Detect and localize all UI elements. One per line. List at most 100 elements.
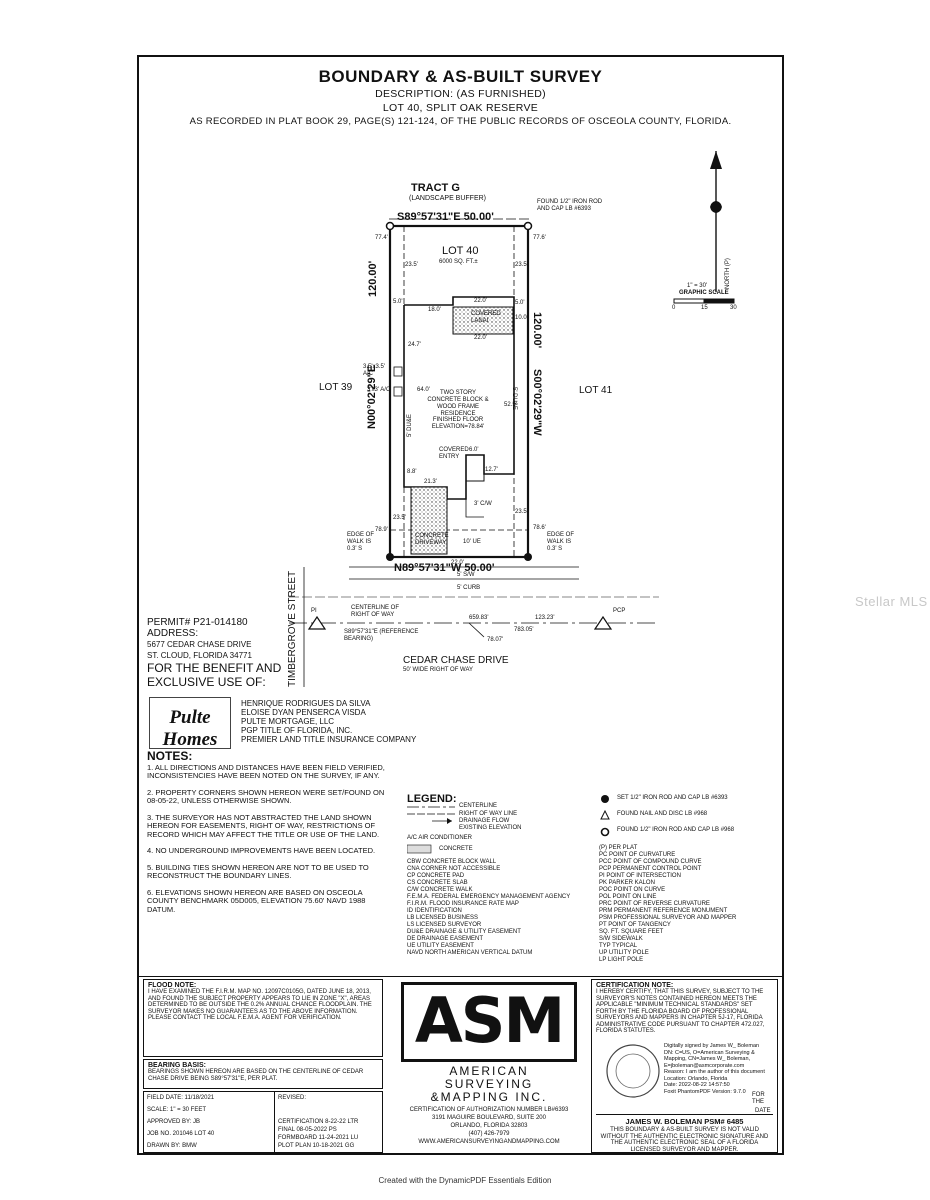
bottom-divider [139,976,782,977]
abbr2-17: LP LIGHT POLE [599,957,644,963]
drawn-field: DRAWN BY: BMW [147,1143,197,1149]
abbr-4: CS CONCRETE SLAB [407,880,468,886]
certification-box: CERTIFICATION NOTE: I HEREBY CERTIFY, TH… [591,979,778,1153]
row-width: 50' WIDE RIGHT OF WAY [403,667,474,673]
lot-description: LOT 40, SPLIT OAK RESERVE [382,102,539,114]
note-4: 4. NO UNDERGROUND IMPROVEMENTS HAVE BEEN… [147,846,376,855]
abbr-2: CNA CORNER NOT ACCESSIBLE [407,866,501,872]
company-name-1: AMERICAN [449,1064,529,1078]
owner-1: HENRIQUE RODRIGUES DA SILVA [241,699,371,708]
ac-label-1: 3.5'x3.5' A/C [363,364,385,377]
note-5: 5. BUILDING TIES SHOWN HEREON ARE NOT TO… [147,862,369,880]
dim-235b: 23.5' [515,262,528,268]
abbr-10: LS LICENSED SURVEYOR [407,922,482,928]
title-block: FIELD DATE: 11/18/2021 SCALE: 1" = 30 FE… [143,1091,383,1153]
dim-5a: 5.0' [393,299,403,305]
owner-4: PGP TITLE OF FLORIDA, INC. [241,726,353,735]
field-date: FIELD DATE: 11/18/2021 [147,1095,215,1101]
abbr-5: C/W CONCRETE WALK [407,887,473,893]
legend-line-1: CENTERLINE [459,803,498,809]
abbr2-10: PRM PERMANENT REFERENCE MONUMENT [599,908,728,914]
abbr-12: DE DRAINAGE EASEMENT [407,936,484,942]
owner-2: ELOISE DYAN PENSERCA VISDA [241,708,366,717]
abbr2-1: (P) PER PLAT [599,845,638,851]
pdf-footer: Created with the DynamicPDF Essentials E… [378,1176,552,1185]
corner-nw-icon [385,221,395,231]
date-label: DATE [755,1108,771,1114]
certification-text: I HEREBY CERTIFY, THAT THIS SURVEY, SUBJ… [596,989,765,1034]
benefit-line-1: FOR THE BENEFIT AND [147,661,282,675]
tract-sub-label: (LANDSCAPE BUFFER) [409,195,487,202]
bearing-basis-text: BEARINGS SHOWN HEREON ARE BASED ON THE C… [148,1069,364,1082]
revision-3: FORMBOARD 11-24-2021 LU [278,1135,359,1141]
abbr2-6: PK PARKER KALON [599,880,655,886]
note-6: 6. ELEVATIONS SHOWN HEREON ARE BASED ON … [147,887,366,914]
dim-52: 52.5' [504,402,517,408]
north-arrow-icon [710,151,722,292]
legend-line-2: RIGHT OF WAY LINE [459,811,518,817]
dim-213: 21.3' [424,479,437,485]
residence-label: TWO STORY CONCRETE BLOCK & WOOD FRAME RE… [427,390,489,417]
signer-name: JAMES W. BOLEMAN PSM# 6485 [625,1117,744,1126]
bottom-bearing: N89°57'31"W 50.00' [394,562,495,574]
permit-info: PERMIT# P21-014180 ADDRESS: 5677 CEDAR C… [147,617,307,689]
dim-64: 64.0' [417,387,430,393]
scale-ratio: 1" = 30' [687,283,708,289]
abbr2-7: POC POINT ON CURVE [599,887,666,893]
dim-6: 6.0' [469,447,479,453]
left-distance: 120.00' [367,260,379,297]
covered-lanai-label: COVERED LANAI [471,311,501,324]
bearing-basis-title: BEARING BASIS: [148,1062,206,1069]
lot-40-label: LOT 40 [442,245,479,257]
abbr2-8: POL POINT ON LINE [599,894,657,900]
description-line: DESCRIPTION: (AS FURNISHED) [375,88,546,100]
abbr2-11: PSM PROFESSIONAL SURVEYOR AND MAPPER [599,915,737,921]
dim-776: 77.6' [533,235,546,241]
legend-line-3: DRAINAGE FLOW [459,818,510,824]
company-web: WWW.AMERICANSURVEYINGANDMAPPING.COM [418,1139,560,1145]
reference-bearing: S89°57'31"E (REFERENCE BEARING) [344,629,419,642]
abbr-7: F.I.R.M. FLOOD INSURANCE RATE MAP [407,901,519,907]
distance-2: 123.23' [535,615,555,621]
abbr2-2: PC POINT OF CURVATURE [599,852,676,858]
pcp-triangle-icon [593,615,613,630]
legend-line-4: EXISTING ELEVATION [459,825,522,831]
dim-235d: 23.5' [515,509,528,515]
ue-label: 10' UE [463,539,481,545]
corner-sw-icon [386,553,394,561]
lot-39-label: LOT 39 [319,382,353,393]
benefit-line-2: EXCLUSIVE USE OF: [147,675,266,689]
abbr-6: F.E.M.A. FEDERAL EMERGENCY MANAGEMENT AG… [407,894,571,900]
edge-walk-right: EDGE OF WALK IS 0.3' S [547,532,575,552]
note-3: 3. THE SURVEYOR HAS NOT ABSTRACTED THE L… [147,812,380,839]
abbr-11: DU&E DRAINAGE & UTILITY EASEMENT [407,929,521,935]
note-1: 1. ALL DIRECTIONS AND DISTANCES HAVE BEE… [147,762,385,780]
symbol-2: FOUND NAIL AND DISC LB #968 [617,811,708,817]
abbr-1: CBW CONCRETE BLOCK WALL [407,859,497,865]
abbr2-3: PCC POINT OF COMPOUND CURVE [599,859,702,865]
scale-tick-15: 15 [701,305,708,311]
abbr2-16: UP UTILITY POLE [599,950,649,956]
abbr2-12: PT POINT OF TANGENCY [599,922,671,928]
abbr-3: CP CONCRETE PAD [407,873,465,879]
company-name-2: SURVEYING [444,1077,534,1091]
notes-section: NOTES: 1. ALL DIRECTIONS AND DISTANCES H… [147,750,387,922]
dim-22a: 22.0' [474,298,487,304]
cedar-chase-drive: CEDAR CHASE DRIVE [403,655,509,666]
mls-watermark: Stellar MLS [855,594,928,609]
right-bearing: S00°02'29"W [531,369,543,436]
sidewalk-label: 5' S/W [457,572,475,578]
finished-floor-label: FINISHED FLOOR ELEVATION=78.84' [431,417,485,430]
centerline-label: CENTERLINE OF RIGHT OF WAY [351,605,400,618]
distance-4: 78.07' [487,637,504,643]
tract-label: TRACT G [411,182,460,194]
permit-number: PERMIT# P21-014180 [147,617,248,628]
validity-disclaimer: THIS BOUNDARY & AS-BUILT SURVEY IS NOT V… [600,1127,769,1153]
revision-1: CERTIFICATION 8-22-22 LTR [278,1119,359,1125]
dim-24: 24.7' [408,342,421,348]
covered-entry-label: COVERED ENTRY [439,447,469,460]
right-distance: 120.00' [531,312,543,349]
job-field: JOB NO. 201046 LOT 40 [147,1131,215,1137]
corner-se-icon [524,553,532,561]
revision-4: PLOT PLAN 10-18-2021 GG [278,1143,355,1149]
